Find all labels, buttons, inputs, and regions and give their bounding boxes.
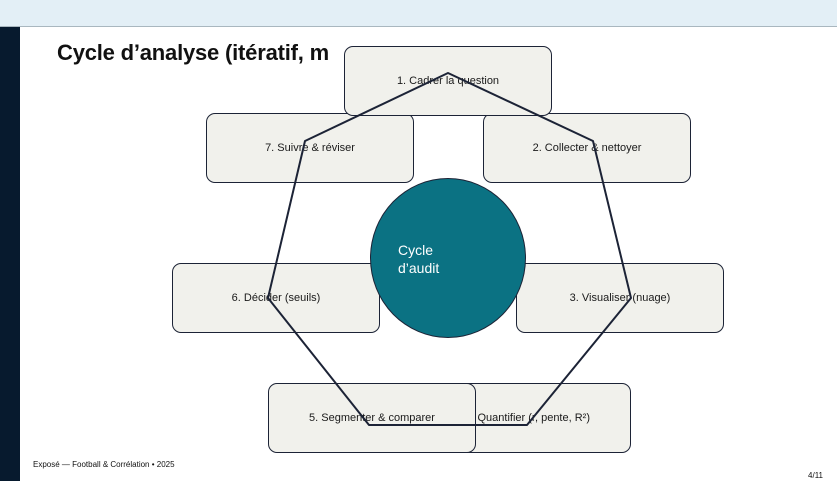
- step-6-label: 6. Décider (seuils): [231, 292, 321, 304]
- step-1-label: 1. Cadrer la question: [396, 75, 500, 87]
- step-4-label: Quantifier (r, pente, R²): [477, 412, 591, 424]
- step-5-box: 5. Segmenter & comparer: [268, 383, 476, 453]
- step-5-label: 5. Segmenter & comparer: [309, 412, 435, 424]
- slide-title: Cycle d’analyse (itératif, m: [57, 40, 329, 65]
- step-6-box: 6. Décider (seuils): [172, 263, 380, 333]
- step-3-box: 3. Visualiser (nuage): [516, 263, 724, 333]
- slide-footer: Exposé — Football & Corrélation • 2025: [33, 460, 175, 469]
- step-3-label: 3. Visualiser (nuage): [569, 292, 671, 304]
- top-band: [0, 0, 837, 27]
- center-label: Cycle d’audit: [398, 242, 440, 276]
- left-accent-bar: [0, 27, 20, 481]
- step-2-label: 2. Collecter & nettoyer: [532, 142, 642, 154]
- step-2-box: 2. Collecter & nettoyer: [483, 113, 691, 183]
- page-number: 4/11: [808, 471, 823, 480]
- step-7-label: 7. Suivre & réviser: [265, 142, 355, 154]
- step-1-box: 1. Cadrer la question: [344, 46, 552, 116]
- step-7-box: 7. Suivre & réviser: [206, 113, 414, 183]
